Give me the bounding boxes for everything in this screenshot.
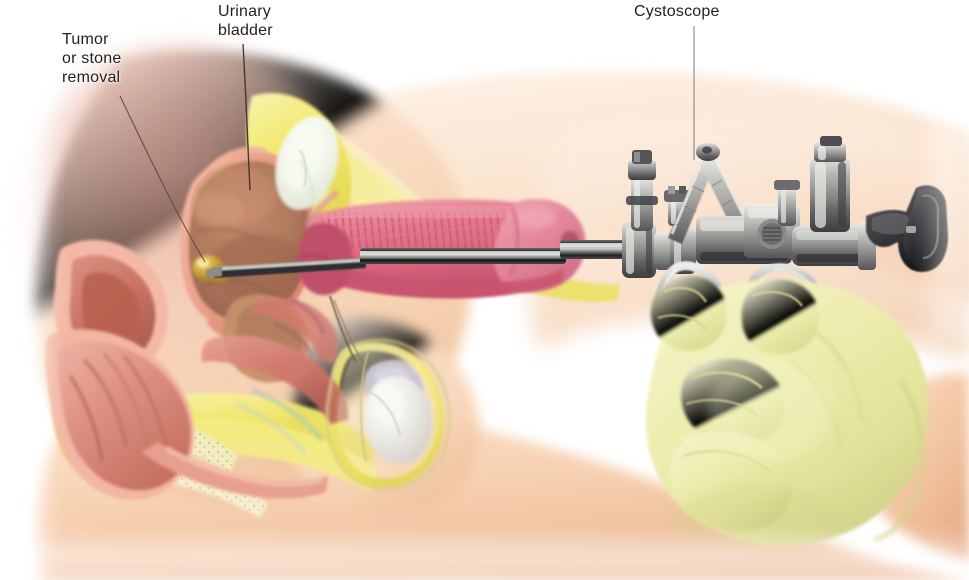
testis — [363, 360, 433, 464]
rectum — [45, 239, 328, 500]
working-element — [696, 204, 876, 270]
irrigation-valve-right — [774, 136, 850, 232]
irrigation-valve-left — [626, 150, 658, 231]
spermatic-cord — [329, 295, 365, 365]
light-post — [664, 186, 690, 226]
scope-shaft — [206, 240, 630, 278]
cystoscope-body — [206, 136, 948, 350]
pelvic-floor-muscle — [201, 297, 349, 424]
annotation-leaders — [119, 26, 695, 263]
gloved-hand — [645, 275, 969, 560]
